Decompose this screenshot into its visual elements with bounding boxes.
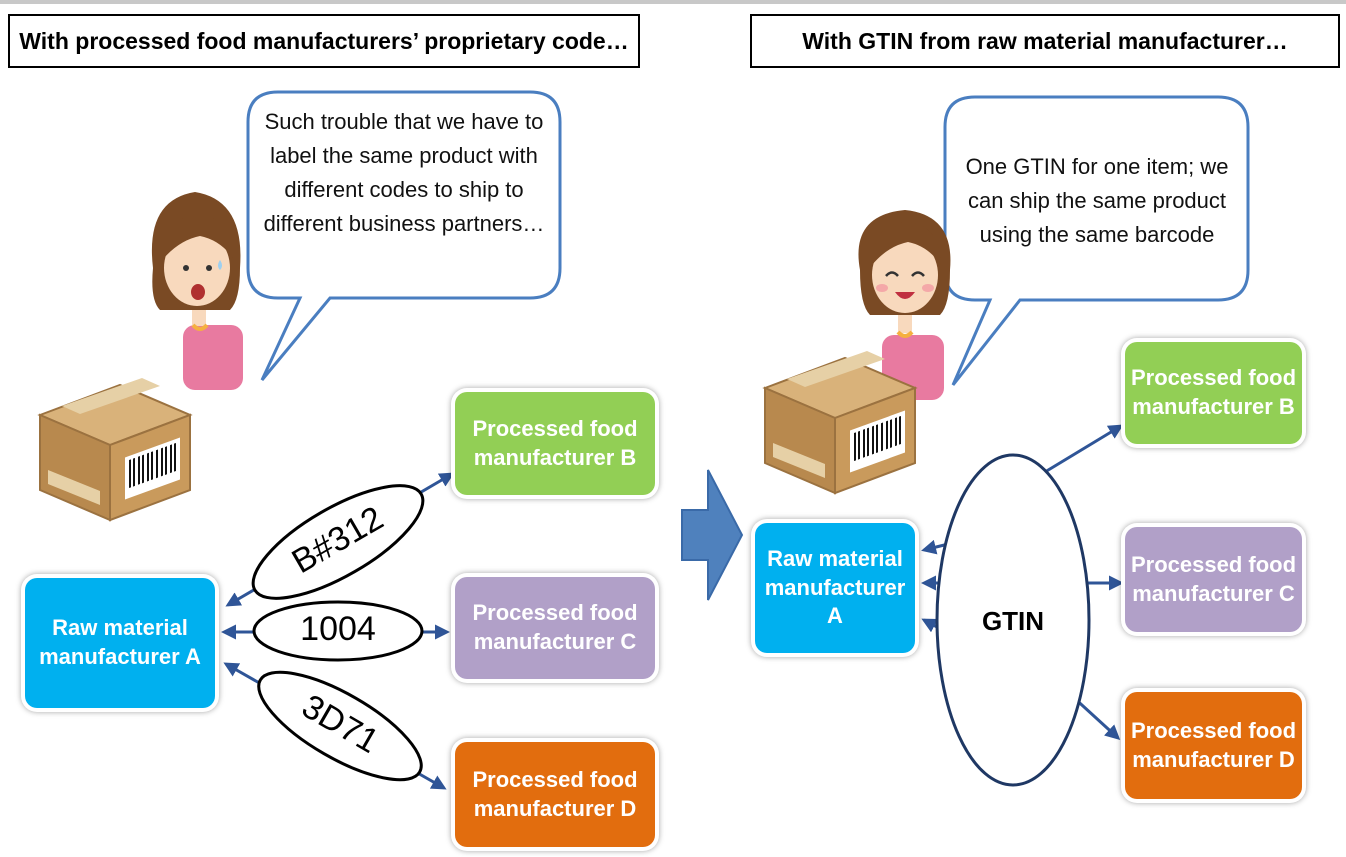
processed-food-manufacturer-c-right: Processed food manufacturer C — [1125, 527, 1302, 632]
top-divider — [0, 0, 1346, 4]
barcode-icon — [850, 410, 905, 473]
arrow-gtin-to-b — [1039, 424, 1124, 477]
cardboard-box-icon — [37, 378, 193, 522]
happy-person-icon — [858, 210, 951, 400]
cardboard-box-icon — [762, 351, 918, 495]
processed-food-manufacturer-b-right: Processed food manufacturer B — [1125, 342, 1302, 444]
right-panel-title: With GTIN from raw material manufacturer… — [750, 14, 1340, 68]
code-ellipse-d — [257, 670, 423, 782]
transition-arrow-icon — [681, 469, 744, 601]
code-label-c: 1004 — [300, 610, 376, 648]
speech-text-left: Such trouble that we have to label the s… — [263, 109, 545, 236]
speech-bubble-right — [943, 95, 1250, 386]
speech-bubble-left — [246, 90, 562, 381]
processed-food-manufacturer-d-left: Processed food manufacturer D — [455, 742, 655, 847]
raw-material-manufacturer-a-left: Raw material manufacturer A — [25, 578, 215, 708]
code-ellipse-b — [251, 484, 425, 600]
speech-text-right: One GTIN for one item; we can ship the s… — [965, 154, 1229, 247]
barcode-icon — [125, 437, 180, 500]
gtin-label: GTIN — [981, 606, 1045, 636]
gtin-ellipse — [935, 453, 1091, 787]
raw-material-manufacturer-a-right: Raw material manufacturer A — [755, 523, 915, 653]
left-panel-title: With processed food manufacturers’ propr… — [8, 14, 640, 68]
processed-food-manufacturer-b-left: Processed food manufacturer B — [455, 392, 655, 495]
processed-food-manufacturer-c-left: Processed food manufacturer C — [455, 577, 655, 679]
worried-person-icon — [151, 192, 243, 390]
code-ellipse-c — [252, 600, 424, 662]
processed-food-manufacturer-d-right: Processed food manufacturer D — [1125, 692, 1302, 799]
